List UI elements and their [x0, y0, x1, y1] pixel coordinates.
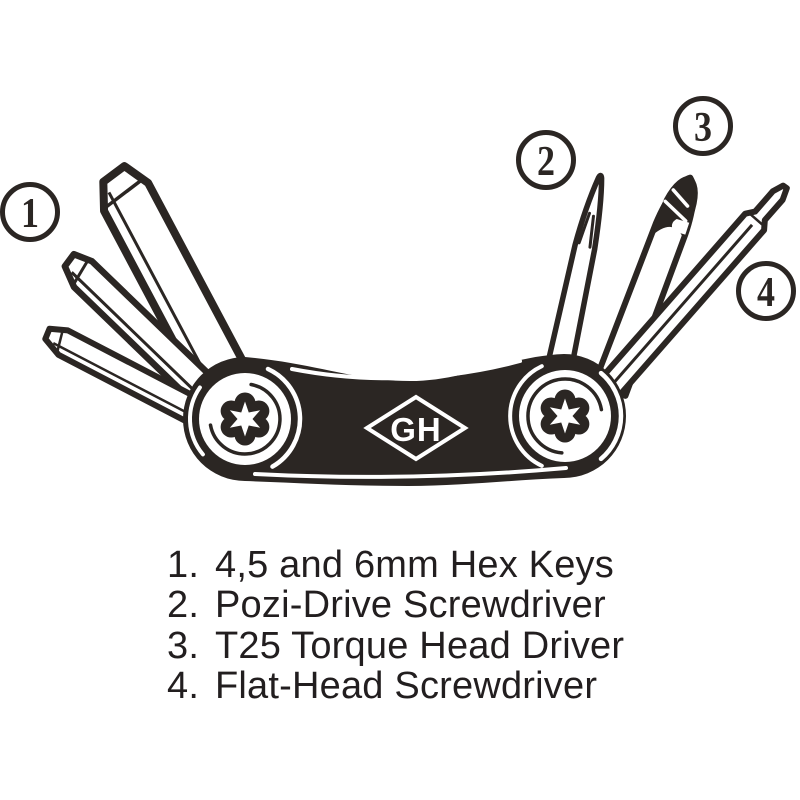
legend-item-number: 3. [167, 624, 200, 667]
callout-3-number: 3 [694, 105, 712, 151]
multi-tool-illustration: GH 1 2 3 4 [0, 96, 796, 486]
callout-1-number: 1 [21, 191, 39, 237]
callout-2: 2 [516, 130, 576, 190]
legend-item-label: T25 Torque Head Driver [215, 624, 625, 667]
legend-item-label: 4,5 and 6mm Hex Keys [215, 544, 614, 586]
legend-item-number: 1. [167, 544, 200, 586]
right-pivot [519, 370, 611, 462]
legend-item-label: Pozi-Drive Screwdriver [215, 584, 606, 627]
legend-item: 4. Flat-Head Screwdriver [167, 664, 624, 707]
legend-item: 1. 4,5 and 6mm Hex Keys [167, 544, 624, 586]
legend-item: 3. T25 Torque Head Driver [167, 624, 625, 667]
callout-4-number: 4 [757, 270, 775, 316]
callout-4: 4 [736, 261, 796, 321]
callout-2-number: 2 [537, 139, 555, 185]
tool-body [183, 354, 626, 486]
legend-item-label: Flat-Head Screwdriver [215, 664, 598, 707]
legend-item: 2. Pozi-Drive Screwdriver [167, 584, 624, 627]
flat-head-screwdriver [577, 182, 790, 422]
legend-item-number: 2. [167, 584, 200, 627]
callout-1: 1 [0, 182, 60, 242]
brand-diamond: GH [363, 394, 469, 462]
legend: 1. 4,5 and 6mm Hex Keys 2. Pozi-Drive Sc… [167, 545, 624, 706]
body-highlights [188, 359, 624, 479]
left-pivot [199, 373, 291, 465]
t25-torque-driver [591, 174, 698, 399]
callout-3: 3 [673, 96, 733, 156]
pozi-drive-screwdriver [539, 172, 605, 396]
legend-item-number: 4. [167, 664, 200, 707]
brand-monogram: GH [390, 411, 442, 448]
